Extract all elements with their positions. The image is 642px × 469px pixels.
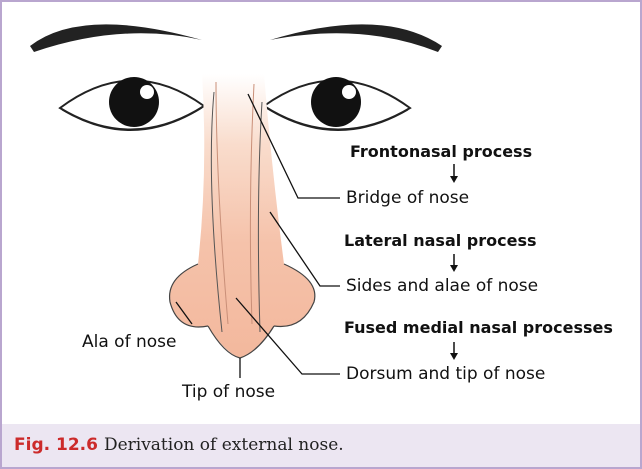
arrow-frontonasal — [450, 164, 458, 183]
label-dorsum-and-tip: Dorsum and tip of nose — [346, 364, 545, 384]
figure-number: Fig. 12.6 — [14, 435, 98, 455]
label-ala-of-nose: Ala of nose — [82, 332, 176, 352]
left-eye — [60, 77, 204, 131]
left-eyebrow — [30, 24, 202, 52]
figure-caption: Fig. 12.6 Derivation of external nose. — [2, 424, 640, 467]
label-bridge-of-nose: Bridge of nose — [346, 188, 469, 208]
caption-text: Derivation of external nose. — [104, 435, 344, 455]
process-fused-medial-nasal: Fused medial nasal processes — [344, 318, 613, 337]
right-eyebrow — [270, 24, 442, 52]
process-frontonasal: Frontonasal process — [350, 142, 532, 161]
label-tip-of-nose: Tip of nose — [182, 382, 275, 402]
process-lateral-nasal: Lateral nasal process — [344, 231, 537, 250]
arrow-lateral — [450, 254, 458, 272]
right-eye — [264, 77, 410, 131]
label-sides-and-alae: Sides and alae of nose — [346, 276, 538, 296]
nose-diagram — [2, 2, 640, 424]
arrow-medial — [450, 342, 458, 360]
